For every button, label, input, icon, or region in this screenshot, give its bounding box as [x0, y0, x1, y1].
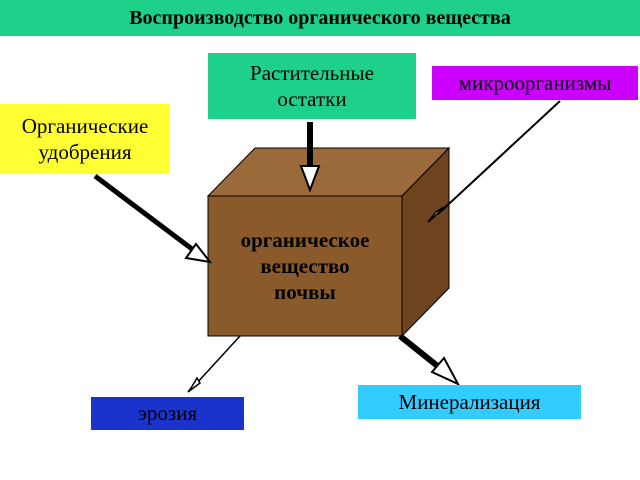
- cube-label-line-2: вещество: [260, 253, 350, 278]
- arrow-microorganisms-to-cube: [427, 100, 561, 223]
- node-mineralization: Минерализация: [358, 385, 581, 419]
- arrow-fertilizers-to-cube: [93, 174, 213, 264]
- arrow-residues-to-cube: [299, 122, 321, 193]
- erosion-label: эрозия: [137, 401, 198, 426]
- arrow-cube-to-erosion: [187, 335, 241, 393]
- cube-label-line-3: почвы: [274, 280, 336, 305]
- fertilizers-line-2: удобрения: [38, 140, 132, 164]
- residues-line-1: Растительные: [250, 60, 374, 85]
- cube-front-face: [207, 195, 403, 337]
- microorganisms-label: микроорганизмы: [458, 70, 612, 95]
- node-plant-residues: Растительные остатки: [208, 53, 416, 119]
- fertilizers-line-1: Органические: [21, 113, 149, 138]
- node-erosion: эрозия: [91, 397, 244, 430]
- node-microorganisms: микроорганизмы: [432, 66, 638, 100]
- cube-label: органическое вещество почвы: [208, 196, 402, 336]
- cube-label-line-1: органическое: [240, 227, 370, 252]
- residues-line-2: остатки: [277, 87, 347, 111]
- mineralization-label: Минерализация: [398, 389, 541, 414]
- diagram-title: Воспроизводство органического вещества: [129, 6, 511, 29]
- arrow-cube-to-mineralization: [398, 333, 461, 387]
- node-organic-fertilizers: Органические удобрения: [0, 104, 170, 174]
- title-bar: Воспроизводство органического вещества: [0, 0, 640, 36]
